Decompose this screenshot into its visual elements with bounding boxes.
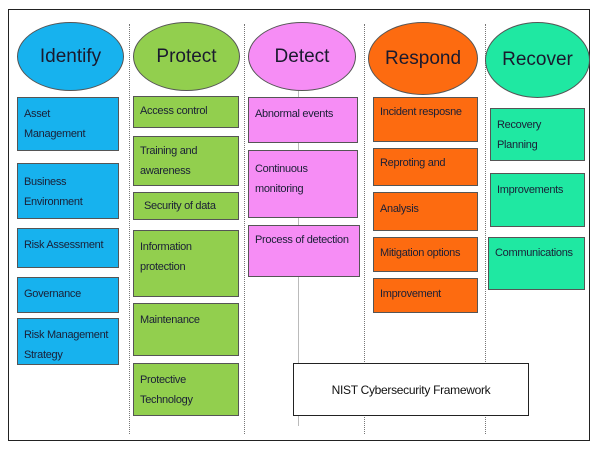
identify-item: Asset Management bbox=[17, 97, 119, 151]
detect-item: Abnormal events bbox=[248, 97, 358, 143]
detect-ellipse: Detect bbox=[248, 22, 356, 91]
respond-item: Reproting and bbox=[373, 148, 478, 186]
recover-item: Recovery Planning bbox=[490, 108, 585, 161]
protect-item: Protective Technology bbox=[133, 363, 239, 416]
recover-item: Communications bbox=[488, 237, 585, 290]
respond-item: Incident resposne bbox=[373, 97, 478, 142]
detect-item: Process of detection bbox=[248, 225, 360, 277]
respond-ellipse: Respond bbox=[368, 22, 478, 95]
diagram-frame bbox=[8, 9, 590, 441]
protect-item: Training and awareness bbox=[133, 136, 239, 186]
protect-item: Access control bbox=[133, 96, 239, 128]
column-divider bbox=[364, 24, 365, 434]
protect-item: Security of data bbox=[133, 192, 239, 220]
recover-item: Improvements bbox=[490, 173, 585, 227]
respond-item: Mitigation options bbox=[373, 237, 478, 272]
protect-item: Information protection bbox=[133, 230, 239, 297]
column-divider bbox=[129, 24, 130, 434]
detect-item: Continuous monitoring bbox=[248, 150, 358, 218]
recover-ellipse: Recover bbox=[485, 22, 590, 98]
framework-title: NIST Cybersecurity Framework bbox=[293, 363, 529, 416]
respond-item: Analysis bbox=[373, 192, 478, 231]
identify-item: Governance bbox=[17, 277, 119, 313]
column-divider bbox=[244, 24, 245, 434]
identify-item: Risk Assessment bbox=[17, 228, 119, 268]
protect-item: Maintenance bbox=[133, 303, 239, 356]
column-divider bbox=[485, 24, 486, 434]
identify-item: Business Environment bbox=[17, 163, 119, 219]
identify-ellipse: Identify bbox=[17, 22, 124, 91]
respond-item: Improvement bbox=[373, 278, 478, 313]
identify-item: Risk Management Strategy bbox=[17, 318, 119, 365]
protect-ellipse: Protect bbox=[133, 22, 240, 91]
